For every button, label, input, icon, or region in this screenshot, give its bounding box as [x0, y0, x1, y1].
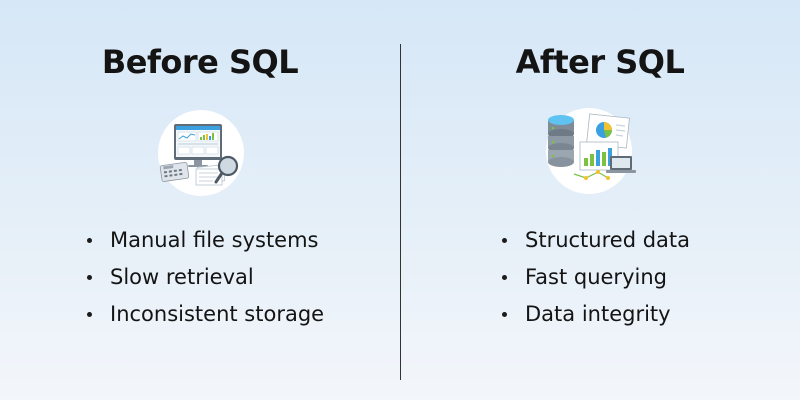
- database-dashboard-icon: [546, 108, 636, 194]
- list-item: Data integrity: [502, 297, 690, 334]
- list-item: Slow retrieval: [87, 260, 324, 297]
- list-item: Inconsistent storage: [87, 297, 324, 334]
- after-sql-title: After SQL: [515, 43, 685, 81]
- list-item: Structured data: [502, 223, 690, 260]
- after-sql-panel: After SQL: [400, 0, 800, 400]
- list-item: Fast querying: [502, 260, 690, 297]
- before-sql-title: Before SQL: [101, 43, 299, 81]
- before-sql-panel: Before SQL: [87, 43, 324, 334]
- after-sql-list: Structured data Fast querying Data integ…: [502, 223, 690, 334]
- center-divider: [400, 44, 401, 380]
- manual-office-icon: [158, 110, 244, 196]
- before-sql-list: Manual file systems Slow retrieval Incon…: [87, 223, 324, 334]
- list-item: Manual file systems: [87, 223, 324, 260]
